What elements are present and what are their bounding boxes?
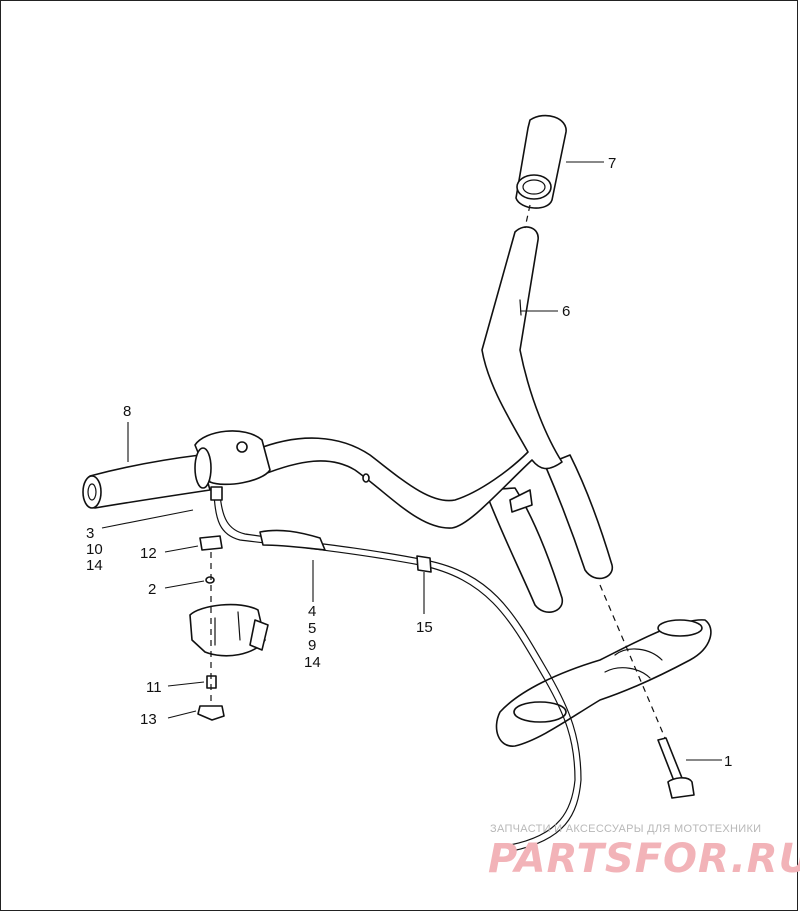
triple-clamp (495, 619, 712, 747)
callout-6: 6 (562, 303, 570, 320)
lever-bracket (189, 603, 269, 657)
switch-housing (194, 430, 271, 489)
screw-13 (197, 705, 225, 721)
watermark-tagline: ЗАПЧАСТИ И АКСЕССУАРЫ ДЛЯ МОТОТЕХНИКИ (490, 823, 761, 835)
bolt-alignment-line (599, 584, 666, 739)
callout-4: 4 (308, 603, 316, 620)
callout-13: 13 (140, 711, 157, 728)
riser-left (484, 487, 563, 613)
watermark-logo: PARTSFOR.RU (488, 836, 800, 882)
nut-11 (206, 675, 217, 689)
riser-bracket (509, 489, 533, 513)
grip-left (82, 454, 211, 509)
callout-8: 8 (123, 403, 131, 420)
grip-right (515, 114, 567, 209)
handlebar (254, 226, 563, 529)
callout-1: 1 (724, 753, 732, 770)
callout-15: 15 (416, 619, 433, 636)
callout-7: 7 (608, 155, 616, 172)
callout-5: 5 (308, 620, 316, 637)
callout-3: 3 (86, 525, 94, 542)
bolt-1 (657, 737, 695, 799)
clutch-cable (210, 486, 582, 852)
riser-right (544, 454, 613, 580)
callout-14-center: 14 (304, 654, 321, 671)
callout-14-left: 14 (86, 557, 103, 574)
callout-10: 10 (86, 541, 103, 558)
washer-2 (205, 576, 215, 584)
callout-11: 11 (146, 679, 162, 696)
callout-9: 9 (308, 637, 316, 654)
callout-2: 2 (148, 581, 156, 598)
grip-alignment-line (524, 204, 531, 229)
callout-12: 12 (140, 545, 157, 562)
pivot-plate-12 (199, 535, 223, 551)
